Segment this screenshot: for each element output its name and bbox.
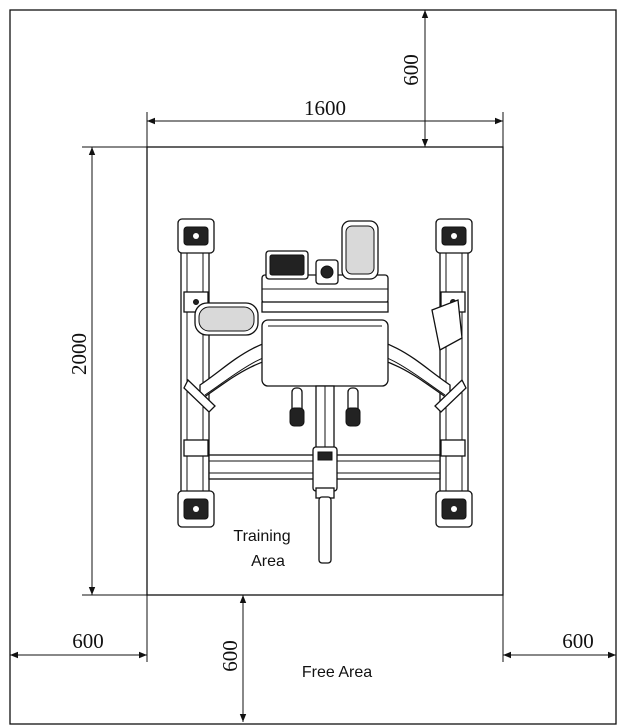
free-area-label: Free Area	[302, 664, 372, 681]
top-clearance-label: 600	[399, 54, 423, 86]
foot-pad-bottom-right	[435, 490, 473, 528]
left-clearance-dimension: 600	[10, 629, 147, 659]
foot-rollers	[289, 387, 361, 427]
machine-top-view	[177, 218, 473, 564]
bottom-clearance-label: 600	[218, 640, 242, 672]
width-dimension-label: 1600	[304, 96, 346, 120]
right-clearance-label: 600	[562, 629, 594, 653]
training-area-rect	[146, 146, 504, 596]
bottom-clearance-dimension: 600	[218, 595, 247, 722]
width-dimension: 1600	[147, 96, 503, 125]
extension-tube	[318, 496, 332, 564]
right-clearance-dimension: 600	[503, 629, 616, 659]
left-clearance-label: 600	[72, 629, 104, 653]
training-area-label-line2: Area	[251, 553, 285, 570]
training-area-label-line1: Training	[233, 528, 290, 545]
foot-pad-top-right	[435, 218, 473, 254]
back-pad	[194, 302, 259, 336]
extension-lines	[82, 112, 504, 662]
free-area-boundary	[9, 9, 617, 725]
lever-assembly	[261, 220, 389, 313]
depth-dimension: 2000	[67, 147, 96, 595]
foot-pad-bottom-left	[177, 490, 215, 528]
seat	[261, 319, 389, 387]
foot-pad-top-left	[177, 218, 215, 254]
depth-dimension-label: 2000	[67, 333, 91, 375]
top-clearance-dimension: 600	[399, 10, 429, 147]
